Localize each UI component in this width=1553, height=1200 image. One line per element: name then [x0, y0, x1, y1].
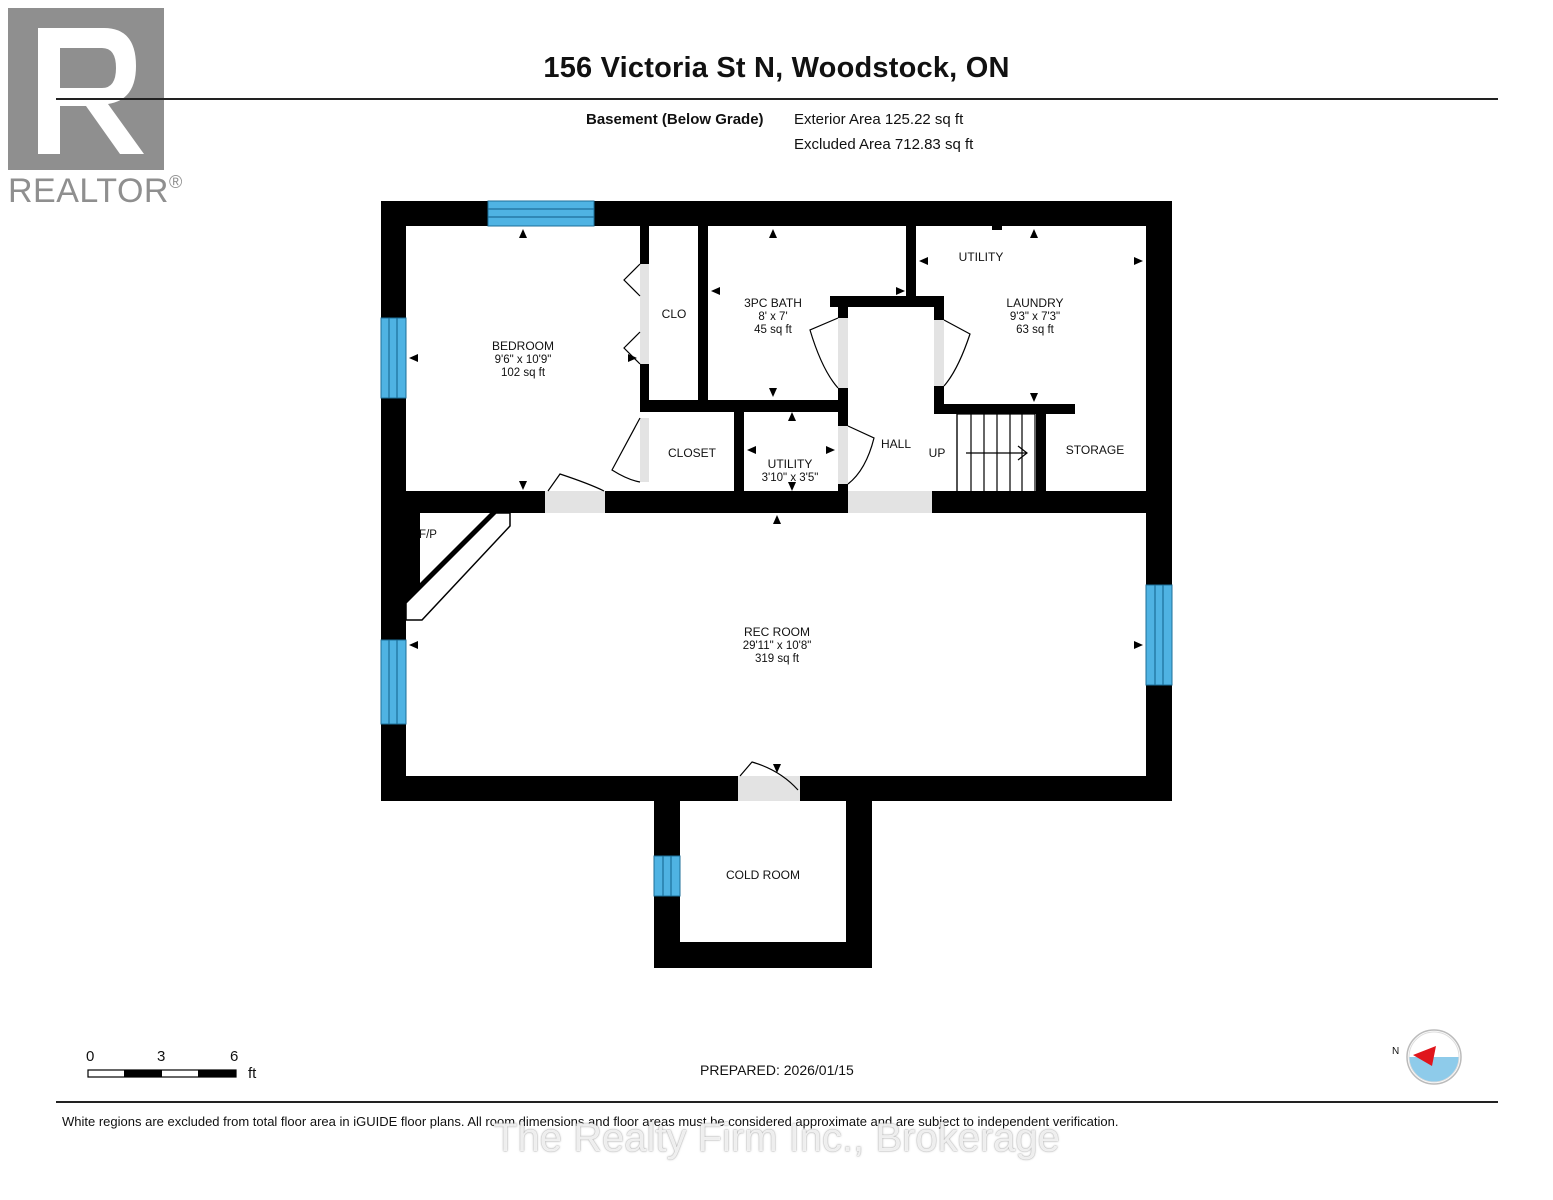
doors — [545, 263, 971, 801]
realtor-wordmark-text: REALTOR — [8, 172, 169, 210]
compass-icon — [1406, 1029, 1462, 1085]
registered-mark: ® — [168, 172, 183, 192]
room-utility-top: UTILITY — [959, 250, 1004, 264]
stairs-up-label: UP — [929, 446, 946, 460]
scale-label-6: 6 — [230, 1048, 239, 1065]
room-rec-room: REC ROOM 29'11" x 10'8" 319 sq ft — [743, 625, 812, 665]
brokerage-watermark: The Realty Firm Inc., Brokerage — [493, 1116, 1060, 1160]
room-area: 102 sq ft — [501, 367, 546, 379]
floor-label: Basement (Below Grade) — [586, 111, 764, 128]
room-closet: CLOSET — [668, 446, 717, 460]
room-laundry: LAUNDRY 9'3" x 7'3" 63 sq ft — [1006, 296, 1063, 336]
fireplace-hearth — [405, 512, 511, 621]
stairs — [956, 413, 1036, 493]
room-dims: 9'6" x 10'9" — [495, 354, 552, 366]
room-storage: STORAGE — [1066, 443, 1124, 457]
room-clo: CLO — [662, 307, 687, 321]
compass-north-label: N — [1392, 1046, 1400, 1057]
room-dims: 9'3" x 7'3" — [1010, 311, 1060, 323]
prepared-date: PREPARED: 2026/01/15 — [700, 1062, 854, 1078]
disclaimer: White regions are excluded from total fl… — [62, 1114, 1119, 1129]
room-labels: BEDROOM 9'6" x 10'9" 102 sq ft CLO 3PC B… — [419, 250, 1124, 882]
footer-rule — [56, 1101, 1498, 1103]
scale-unit: ft — [248, 1065, 257, 1082]
scale-bar — [87, 1069, 237, 1078]
room-dims: 8' x 7' — [758, 311, 787, 323]
room-name: 3PC BATH — [744, 296, 802, 310]
room-hall: HALL — [881, 437, 911, 451]
room-cold-room: COLD ROOM — [726, 868, 800, 882]
header-rule — [56, 98, 1498, 100]
realtor-logo-mark — [8, 8, 164, 170]
room-name: REC ROOM — [744, 625, 810, 639]
room-name: LAUNDRY — [1006, 296, 1063, 310]
realtor-wordmark: REALTOR® — [8, 172, 183, 211]
excluded-area: Excluded Area 712.83 sq ft — [794, 136, 974, 153]
room-area: 45 sq ft — [754, 324, 793, 336]
page-title: 156 Victoria St N, Woodstock, ON — [543, 52, 1010, 84]
exterior-area: Exterior Area 125.22 sq ft — [794, 111, 964, 128]
dimension-arrows — [409, 229, 1143, 773]
scale-label-0: 0 — [86, 1048, 95, 1065]
window-lines — [388, 208, 1164, 896]
scale-label-3: 3 — [157, 1048, 166, 1065]
windows — [380, 200, 1173, 897]
room-area: 63 sq ft — [1016, 324, 1055, 336]
room-area: 319 sq ft — [755, 653, 800, 665]
room-bath: 3PC BATH 8' x 7' 45 sq ft — [744, 296, 802, 336]
fireplace-label: F/P — [419, 529, 437, 541]
room-utility: UTILITY 3'10" x 3'5" — [762, 457, 819, 484]
room-dims: 29'11" x 10'8" — [743, 640, 812, 652]
realtor-logo: REALTOR® — [8, 8, 183, 211]
room-name: BEDROOM — [492, 339, 554, 353]
room-bedroom: BEDROOM 9'6" x 10'9" 102 sq ft — [492, 339, 554, 379]
room-name: UTILITY — [768, 457, 813, 471]
room-dims: 3'10" x 3'5" — [762, 472, 819, 484]
